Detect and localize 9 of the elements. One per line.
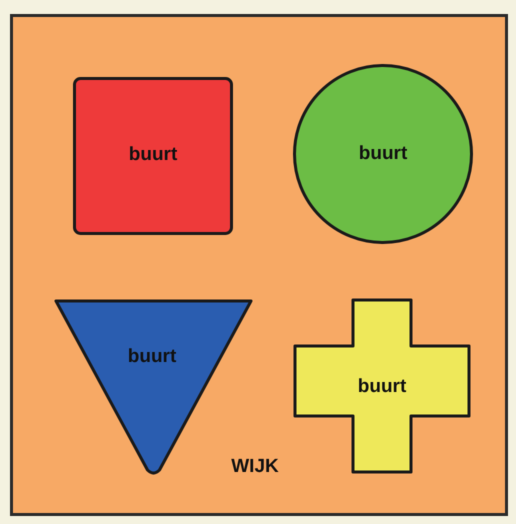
shape-label: buurt [358,143,408,165]
neighbourhood-square [73,77,233,235]
area-label: WIJK [231,456,279,478]
neighbourhood-circle [293,64,473,244]
district-area [10,14,508,516]
shape-label: buurt [128,144,178,166]
shape-label: buurt [128,346,176,368]
shape-label: buurt [358,376,406,398]
neighbourhood-cross [293,298,471,474]
